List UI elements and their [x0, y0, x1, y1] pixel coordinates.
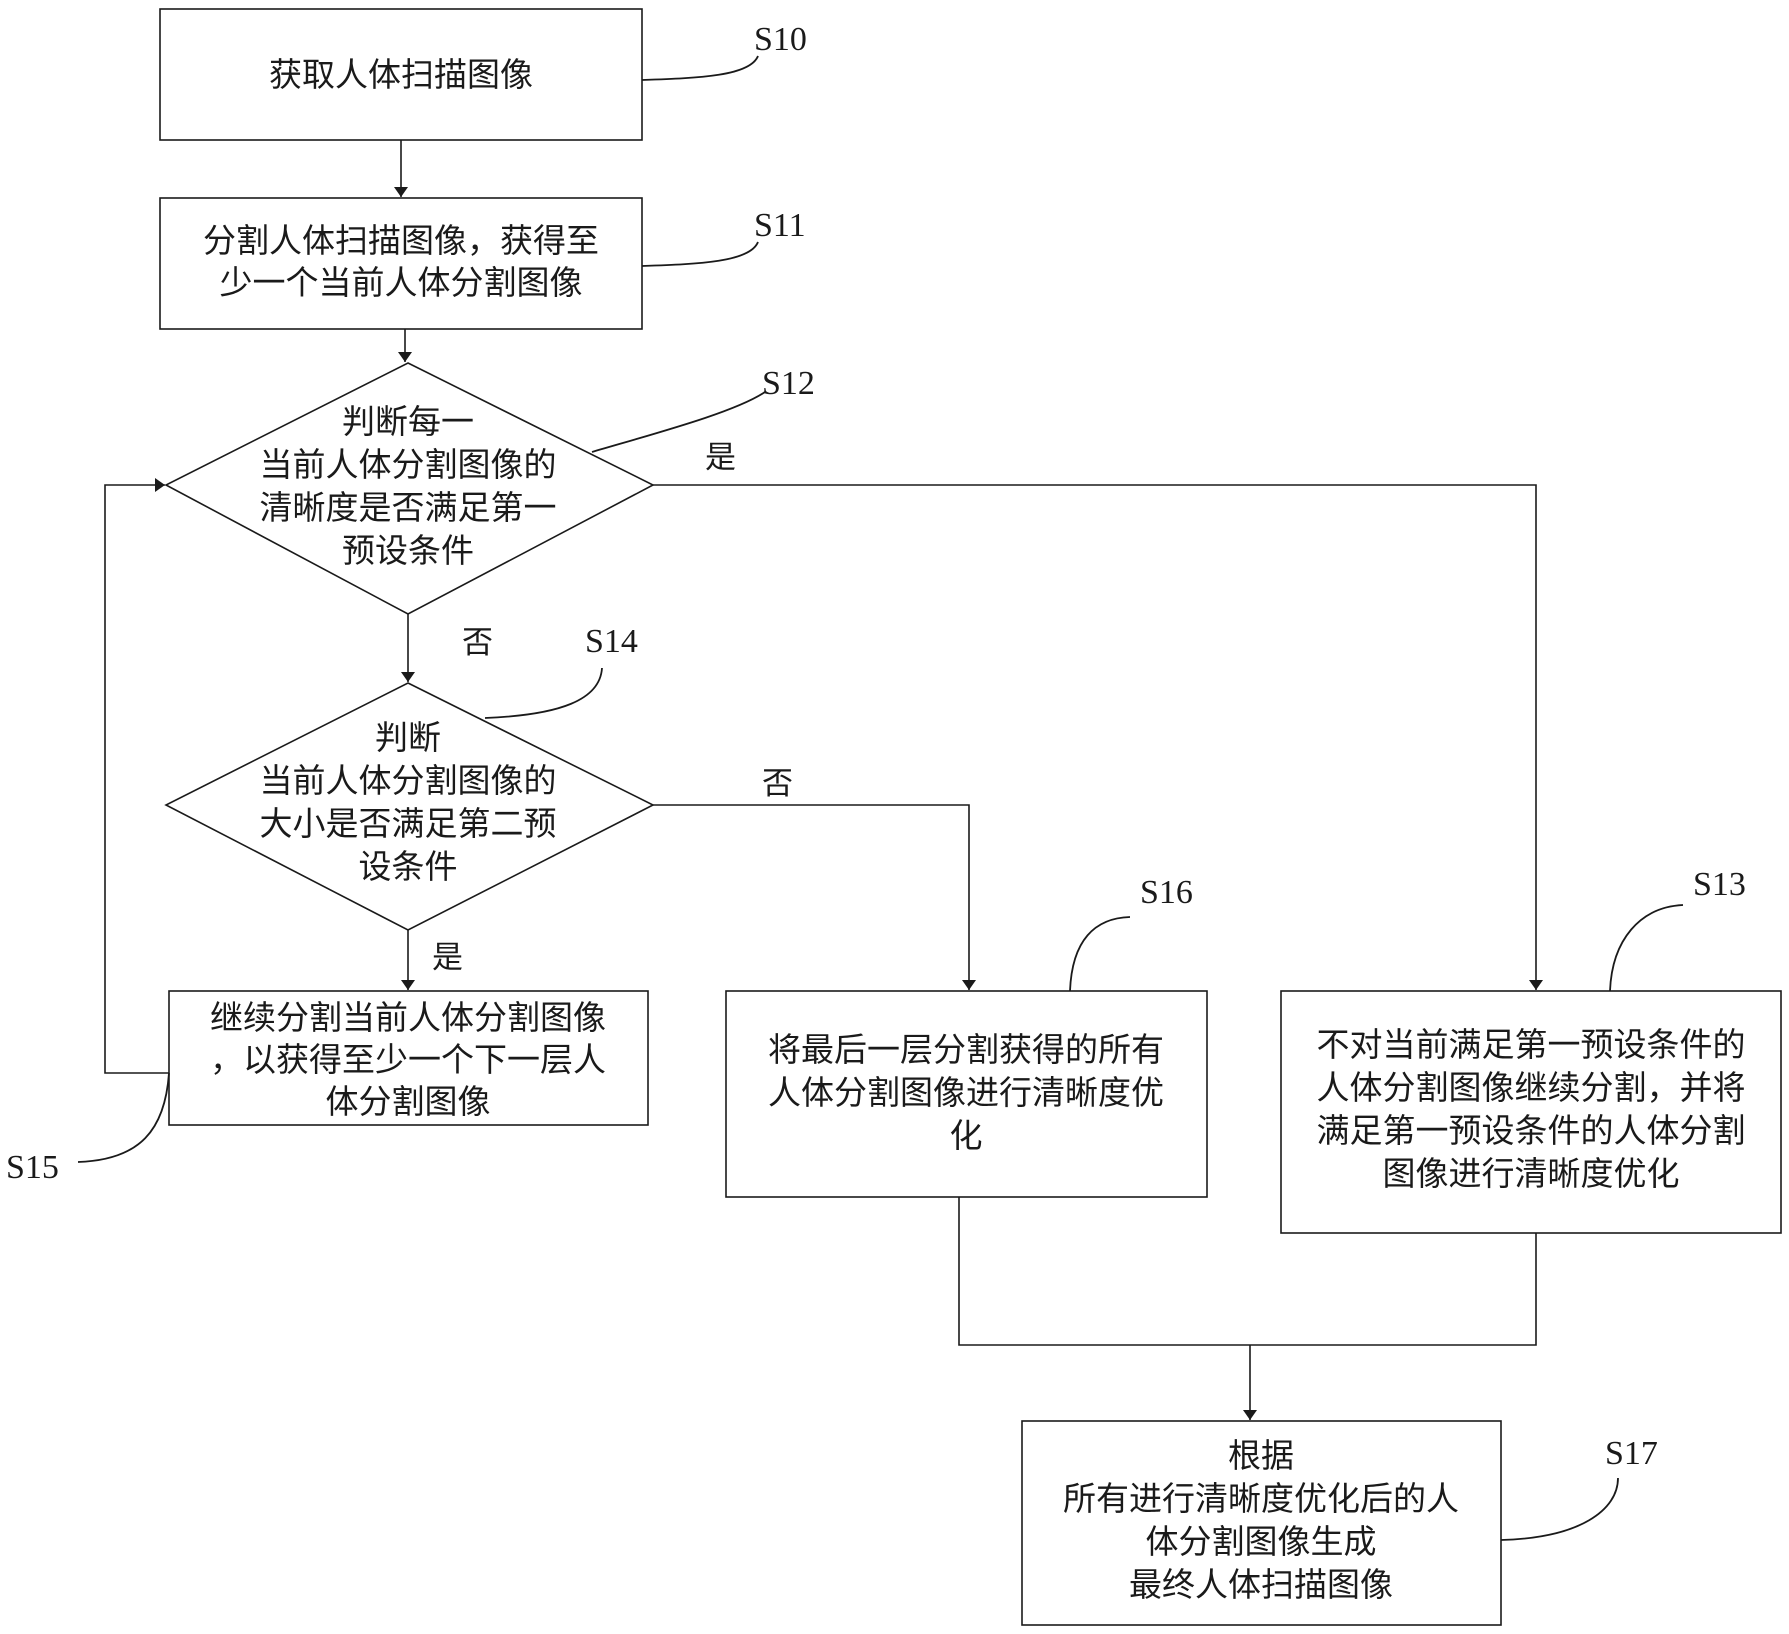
s15-text-line-3: 体分割图像 — [326, 1082, 491, 1121]
s16-text-line-1: 将最后一层分割获得的所有 — [768, 1030, 1164, 1069]
s16-leader — [1069, 916, 1131, 992]
s12-text-line-3: 清晰度是否满足第一 — [260, 488, 557, 527]
arrow-s12-yes-to-s13 — [653, 484, 1543, 990]
s12-label: S12 — [762, 365, 815, 402]
decision-s14: 判断 当前人体分割图像的 大小是否满足第二预 设条件 S14 否 是 — [164, 623, 793, 976]
s12-text-line-1: 判断每一 — [342, 402, 474, 441]
s12-text-line-2: 当前人体分割图像的 — [260, 445, 557, 484]
s16-text-line-2: 人体分割图像进行清晰度优 — [768, 1073, 1164, 1112]
s11-leader — [641, 241, 759, 267]
s15-text-line-2: ，以获得至少一个下一层人 — [210, 1040, 606, 1079]
s12-diamond — [164, 362, 655, 615]
s13-text-line-3: 满足第一预设条件的人体分割 — [1317, 1111, 1746, 1150]
s12-no-label: 否 — [462, 625, 493, 661]
s17-text-line-2: 所有进行清晰度优化后的人 — [1063, 1479, 1459, 1518]
s10-text: 获取人体扫描图像 — [269, 55, 533, 94]
s11-label: S11 — [754, 207, 806, 244]
step-s15: 继续分割当前人体分割图像 ，以获得至少一个下一层人 体分割图像 S15 — [6, 990, 649, 1186]
s10-leader — [641, 55, 759, 81]
s17-text-line-1: 根据 — [1228, 1436, 1294, 1475]
s16-text-line-3: 化 — [950, 1116, 983, 1155]
s12-yes-label: 是 — [705, 440, 736, 476]
s13-box — [1280, 990, 1782, 1234]
step-s10: 获取人体扫描图像 S10 — [159, 8, 807, 141]
s13-text-line-2: 人体分割图像继续分割，并将 — [1317, 1068, 1746, 1107]
s15-box — [168, 990, 649, 1126]
s13-label: S13 — [1693, 866, 1746, 903]
step-s17: 根据 所有进行清晰度优化后的人 体分割图像生成 最终人体扫描图像 S17 — [1021, 1420, 1658, 1626]
s17-leader — [1500, 1477, 1619, 1541]
s12-text-line-4: 预设条件 — [342, 531, 474, 570]
arrow-s14-no-to-s16 — [653, 804, 976, 990]
s12-leader — [591, 391, 766, 453]
s10-box — [159, 8, 643, 141]
s15-leader — [77, 1072, 170, 1163]
s14-yes-label: 是 — [432, 940, 463, 976]
s14-diamond — [164, 682, 655, 931]
arrow-s15-loop-to-s12 — [104, 478, 169, 1074]
step-s16: 将最后一层分割获得的所有 人体分割图像进行清晰度优 化 S16 — [725, 874, 1208, 1198]
step-s11: 分割人体扫描图像，获得至 少一个当前人体分割图像 S11 — [159, 197, 806, 330]
s13-leader — [1609, 904, 1684, 992]
s11-box — [159, 197, 643, 330]
s11-text-line-1: 分割人体扫描图像，获得至 — [203, 221, 599, 260]
s17-box — [1021, 1420, 1502, 1626]
merge-line — [958, 1197, 1537, 1346]
s17-text-line-4: 最终人体扫描图像 — [1129, 1565, 1393, 1604]
s14-text-line-2: 当前人体分割图像的 — [260, 761, 557, 800]
s13-text-line-4: 图像进行清晰度优化 — [1383, 1154, 1680, 1193]
s17-label: S17 — [1605, 1435, 1658, 1472]
s14-text-line-4: 设条件 — [359, 847, 458, 886]
s17-text-line-3: 体分割图像生成 — [1146, 1522, 1377, 1561]
s14-label: S14 — [585, 623, 638, 660]
s16-label: S16 — [1140, 874, 1193, 911]
s15-text-line-1: 继续分割当前人体分割图像 — [210, 998, 606, 1037]
s10-label: S10 — [754, 21, 807, 58]
decision-s12: 判断每一 当前人体分割图像的 清晰度是否满足第一 预设条件 S12 是 否 — [164, 362, 815, 661]
s15-label: S15 — [6, 1149, 59, 1186]
s14-no-label: 否 — [762, 766, 793, 802]
s14-text-line-3: 大小是否满足第二预 — [260, 804, 557, 843]
s14-leader — [484, 667, 603, 719]
s11-text-line-2: 少一个当前人体分割图像 — [220, 263, 583, 302]
s16-box — [725, 990, 1208, 1198]
s13-text-line-1: 不对当前满足第一预设条件的 — [1317, 1025, 1746, 1064]
step-s13: 不对当前满足第一预设条件的 人体分割图像继续分割，并将 满足第一预设条件的人体分… — [1280, 866, 1782, 1234]
s14-text-line-1: 判断 — [375, 718, 441, 757]
